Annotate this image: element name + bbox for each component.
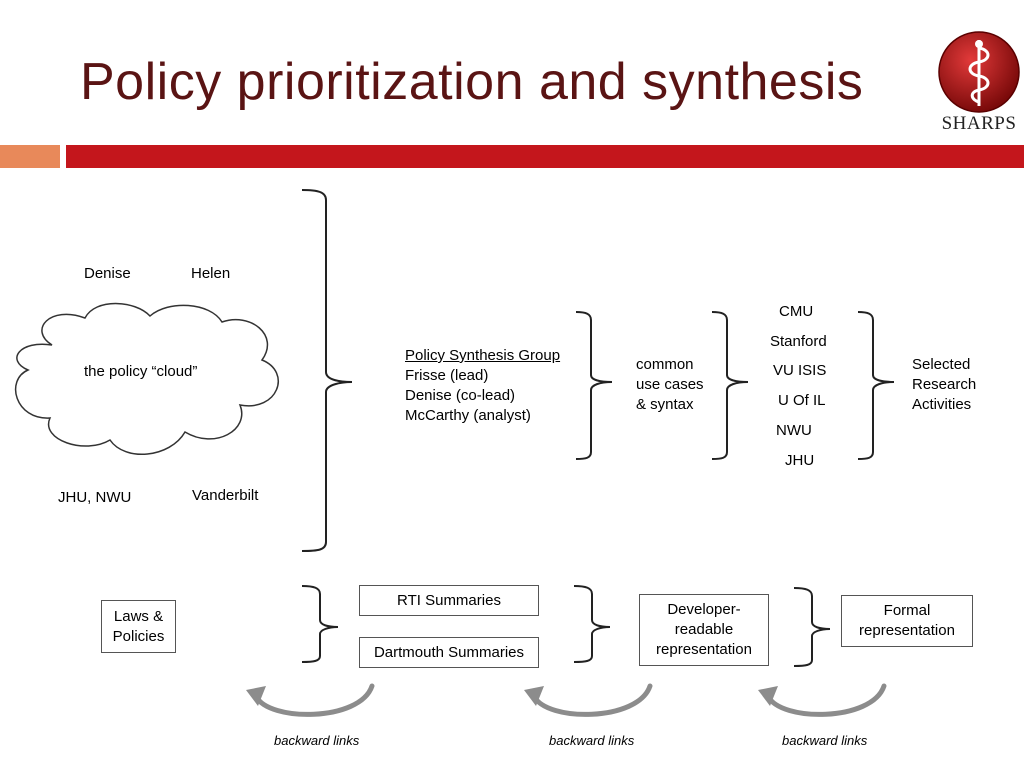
cloud-label: the policy “cloud”: [84, 363, 198, 380]
backward-links-label-2: backward links: [549, 733, 635, 748]
name-jhu-nwu: JHU, NWU: [58, 489, 132, 506]
institutions-bracket: [857, 311, 895, 460]
institution-vu-isis: VU ISIS: [773, 362, 827, 379]
policy-cloud-shape: [14, 302, 279, 456]
institution-nwu: NWU: [776, 422, 812, 439]
developer-line: representation: [656, 641, 752, 658]
sharps-logo-icon: [938, 31, 1020, 113]
formal-representation-box: Formal representation: [841, 595, 973, 647]
synthesis-bracket: [575, 311, 613, 460]
developer-line: Developer-: [667, 601, 741, 618]
laws-policies-box: Laws & Policies: [101, 600, 176, 653]
logo-text: SHARPS: [941, 113, 1017, 134]
institution-u-of-il: U Of IL: [778, 392, 826, 409]
selected-research-activities: Selected Research Activities: [912, 355, 976, 415]
synthesis-group-heading: Policy Synthesis Group: [405, 347, 561, 364]
use-cases-line: & syntax: [636, 396, 694, 413]
backward-arrowhead-3: [758, 686, 778, 706]
header-bar-orange: [0, 145, 60, 168]
formal-line: Formal: [883, 602, 931, 619]
synthesis-member: Frisse (lead): [405, 367, 489, 384]
dartmouth-summaries-box: Dartmouth Summaries: [359, 637, 539, 668]
backward-arc-2: [531, 683, 653, 717]
institution-stanford: Stanford: [770, 333, 827, 350]
rti-summaries-box: RTI Summaries: [359, 585, 539, 616]
name-vanderbilt: Vanderbilt: [192, 487, 259, 504]
backward-arc-1: [253, 683, 375, 717]
common-use-cases: common use cases & syntax: [636, 355, 704, 415]
synthesis-member: Denise (co-lead): [405, 387, 516, 404]
large-bracket: [301, 189, 353, 552]
formal-line: representation: [859, 622, 955, 639]
synthesis-member: McCarthy (analyst): [405, 407, 531, 424]
name-denise: Denise: [84, 265, 131, 282]
research-line: Activities: [912, 396, 972, 413]
use-cases-line: common: [636, 356, 694, 373]
research-line: Research: [912, 376, 977, 393]
backward-arc-3: [765, 683, 887, 717]
laws-line: Policies: [112, 627, 165, 645]
use-cases-line: use cases: [636, 376, 704, 393]
usecases-bracket: [711, 311, 749, 460]
bottom-bracket-2: [573, 585, 611, 663]
bottom-bracket-1: [301, 585, 339, 663]
synthesis-group: Policy Synthesis Group Frisse (lead) Den…: [405, 346, 560, 426]
laws-line: Laws &: [113, 607, 164, 625]
backward-links-label-3: backward links: [782, 733, 868, 748]
backward-links-label-1: backward links: [274, 733, 360, 748]
backward-arrowhead-1: [246, 686, 266, 706]
institution-cmu: CMU: [779, 303, 814, 320]
header-bar-red: [66, 145, 1024, 168]
research-line: Selected: [912, 356, 971, 373]
bottom-bracket-3: [793, 587, 831, 667]
backward-arrowhead-2: [524, 686, 544, 706]
slide-title: Policy prioritization and synthesis: [80, 53, 864, 111]
developer-readable-box: Developer- readable representation: [639, 594, 769, 666]
name-helen: Helen: [191, 265, 231, 282]
institution-jhu: JHU: [785, 452, 815, 469]
developer-line: readable: [674, 621, 734, 638]
